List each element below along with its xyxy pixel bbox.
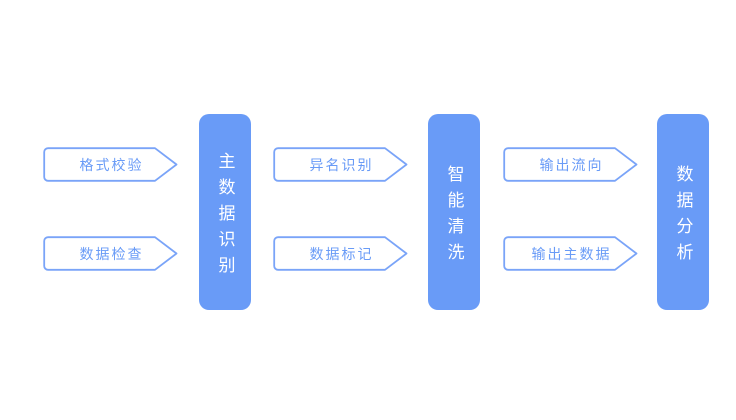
- flow-step-label: 输出主数据: [531, 245, 612, 262]
- stage-master-data-identification: 主数据识别: [199, 114, 251, 310]
- arrow-right-shape-icon: [43, 236, 178, 271]
- arrow-right-shape-icon: [503, 236, 638, 271]
- stage-label: 主数据识别: [215, 151, 235, 282]
- stage-label: 数据分析: [673, 164, 693, 269]
- stage-intelligent-cleaning: 智能清洗: [428, 114, 480, 310]
- flow-step-label: 异名识别: [309, 156, 374, 173]
- flow-step-format-check: 格式校验: [43, 147, 178, 182]
- arrow-right-shape-icon: [503, 147, 638, 182]
- flow-step-label: 输出流向: [539, 156, 604, 173]
- flow-step-data-tag: 数据标记: [273, 236, 408, 271]
- flow-step-output-master-data: 输出主数据: [503, 236, 638, 271]
- flow-step-output-flow: 输出流向: [503, 147, 638, 182]
- arrow-right-shape-icon: [273, 236, 408, 271]
- arrow-right-shape-icon: [273, 147, 408, 182]
- stage-data-analysis: 数据分析: [657, 114, 709, 310]
- flow-step-data-inspect: 数据检查: [43, 236, 178, 271]
- arrow-right-shape-icon: [43, 147, 178, 182]
- flow-step-alias-identify: 异名识别: [273, 147, 408, 182]
- flow-step-label: 数据标记: [309, 245, 374, 262]
- stage-label: 智能清洗: [444, 164, 464, 269]
- flow-step-label: 格式校验: [79, 156, 144, 173]
- flow-step-label: 数据检查: [79, 245, 144, 262]
